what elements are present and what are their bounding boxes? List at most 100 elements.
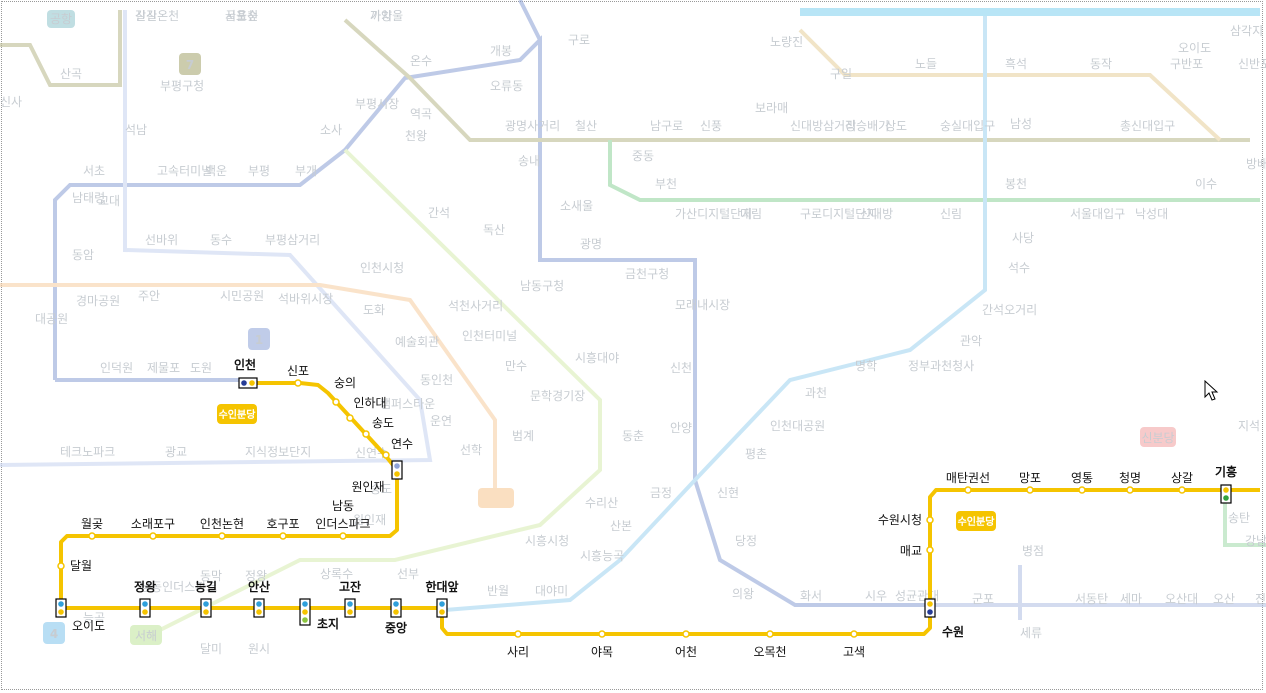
label-songdo[interactable]: 송도 <box>372 416 394 430</box>
label-suwonsicheong[interactable]: 수원시청 <box>878 513 922 527</box>
line7-badge <box>179 53 201 75</box>
station-jeongwang-transfer[interactable] <box>139 598 151 618</box>
station-gosaek-marker[interactable] <box>850 630 858 638</box>
label-eocheon[interactable]: 어천 <box>675 644 697 659</box>
station-maegyo-marker[interactable] <box>926 546 934 554</box>
label-maegyo[interactable]: 매교 <box>900 544 922 558</box>
bg-station-label: 세류 <box>1020 626 1042 640</box>
bg-station-label: 남태령 <box>72 191 105 205</box>
station-giheung-transfer[interactable] <box>1220 484 1232 504</box>
bg-station-label: 송내 <box>518 154 540 168</box>
sinbundang-badge-label: 신분당 <box>1141 431 1174 445</box>
line2-path <box>608 140 1260 202</box>
station-inhadae-marker[interactable] <box>346 414 354 422</box>
station-yeongtong-marker[interactable] <box>1078 486 1086 494</box>
bg-station-label: 이수 <box>1195 177 1217 191</box>
line4-path <box>693 10 987 482</box>
station-hogupo-marker[interactable] <box>279 532 287 540</box>
bg-station-label: 총신대입구 <box>1120 119 1175 133</box>
station-sorepogu-marker[interactable] <box>149 532 157 540</box>
station-sanggal-marker[interactable] <box>1178 486 1186 494</box>
label-yamok[interactable]: 야목 <box>591 645 613 659</box>
station-singil-transfer[interactable] <box>200 598 212 618</box>
label-maetan[interactable]: 매탄권선 <box>946 471 990 485</box>
station-incheonnonhyeon-marker[interactable] <box>218 532 226 540</box>
station-sungui-marker[interactable] <box>332 398 340 406</box>
bg-station-label: 부평삼거리 <box>265 233 320 247</box>
bg-station-label: 신천 <box>670 360 692 375</box>
station-oido-transfer[interactable] <box>55 598 67 618</box>
station-sinpo-marker[interactable] <box>294 379 302 387</box>
label-choji[interactable]: 초지 <box>317 616 339 631</box>
label-sorepogu[interactable]: 소래포구 <box>131 517 175 531</box>
label-namdong[interactable]: 남동 <box>332 499 354 513</box>
bg-station-label: 석남 <box>125 123 147 137</box>
label-namdong-industry[interactable]: 인더스파크 <box>315 517 370 531</box>
label-oido[interactable]: 오이도 <box>72 619 105 633</box>
station-incheon-transfer[interactable] <box>238 377 258 389</box>
label-suwon[interactable]: 수원 <box>942 625 964 639</box>
station-choji-transfer[interactable] <box>299 598 311 626</box>
bg-station-label: 달미 <box>200 642 222 656</box>
bg-station-label: 시우 <box>865 589 887 603</box>
station-namdong-marker[interactable] <box>339 532 347 540</box>
label-jungang[interactable]: 중앙 <box>385 621 407 635</box>
station-cheongmyeong-marker[interactable] <box>1126 486 1134 494</box>
station-yamok-marker[interactable] <box>598 630 606 638</box>
station-ansan-transfer[interactable] <box>253 598 265 618</box>
label-gosaek[interactable]: 고색 <box>843 645 865 659</box>
label-sungui[interactable]: 숭의 <box>334 376 356 390</box>
label-yeongtong[interactable]: 영통 <box>1071 471 1093 485</box>
station-dalwol-marker[interactable] <box>57 562 65 570</box>
label-sari[interactable]: 사리 <box>507 645 529 659</box>
label-yeonsu[interactable]: 연수 <box>391 437 413 451</box>
label-handaeap[interactable]: 한대앞 <box>425 579 458 594</box>
label-inhadae[interactable]: 인하대 <box>353 396 386 410</box>
station-yeonsu-marker[interactable] <box>382 451 390 459</box>
station-handaeap-transfer[interactable] <box>436 598 448 618</box>
label-dalwol[interactable]: 달월 <box>70 559 92 573</box>
label-gojan[interactable]: 고잔 <box>339 579 361 594</box>
label-ansan[interactable]: 안산 <box>248 579 270 594</box>
station-eocheon-marker[interactable] <box>682 630 690 638</box>
label-omokcheon[interactable]: 오목천 <box>753 644 786 659</box>
label-woninjae[interactable]: 원인재 <box>351 480 384 494</box>
station-gojan-transfer[interactable] <box>344 598 356 618</box>
label-jeongwang[interactable]: 정왕 <box>134 579 156 594</box>
bg-station-label: 굴포천 <box>225 8 258 23</box>
bg-station-label: 동작 <box>1090 57 1112 71</box>
label-incheonnonhyeon[interactable]: 인천논현 <box>200 516 244 531</box>
label-singil[interactable]: 능길 <box>195 580 217 594</box>
suin-stations[interactable] <box>55 377 1232 638</box>
label-incheon[interactable]: 인천 <box>234 357 256 372</box>
station-sari-marker[interactable] <box>514 630 522 638</box>
label-mangpo[interactable]: 망포 <box>1019 471 1041 485</box>
station-woninjae-transfer[interactable] <box>391 460 403 480</box>
bg-station-label: 노들 <box>915 57 937 71</box>
station-mangpo-marker[interactable] <box>1026 486 1034 494</box>
station-maetan-marker[interactable] <box>964 486 972 494</box>
bg-station-label: 캠퍼스타운 <box>380 397 435 411</box>
label-wolgot[interactable]: 월곶 <box>81 517 103 531</box>
label-giheung[interactable]: 기흥 <box>1215 464 1237 479</box>
bg-station-label: 지석 <box>1238 419 1260 433</box>
bg-station-label: 고속터미널 <box>157 164 212 178</box>
bg-station-label: 도원 <box>190 361 212 375</box>
station-omokcheon-marker[interactable] <box>766 630 774 638</box>
suin-bundang-line[interactable] <box>59 381 1260 636</box>
label-cheongmyeong[interactable]: 청명 <box>1119 471 1141 485</box>
station-songdo-marker[interactable] <box>362 430 370 438</box>
bg-station-label: 동암 <box>72 248 94 262</box>
station-suwon-transfer[interactable] <box>924 598 936 618</box>
bg-station-label: 신림 <box>940 207 962 221</box>
station-wolgot-marker[interactable] <box>88 532 96 540</box>
suin-badge-right-label: 수인분당 <box>958 515 996 528</box>
station-suwonsicheong-marker[interactable] <box>926 516 934 524</box>
label-sinpo[interactable]: 신포 <box>287 364 309 378</box>
bg-station-label: 남구로 <box>650 119 683 133</box>
label-sanggal[interactable]: 상갈 <box>1171 471 1193 485</box>
label-hogupo[interactable]: 호구포 <box>266 517 299 531</box>
bg-station-label: 범계 <box>512 429 534 443</box>
station-jungang-transfer[interactable] <box>390 598 402 618</box>
